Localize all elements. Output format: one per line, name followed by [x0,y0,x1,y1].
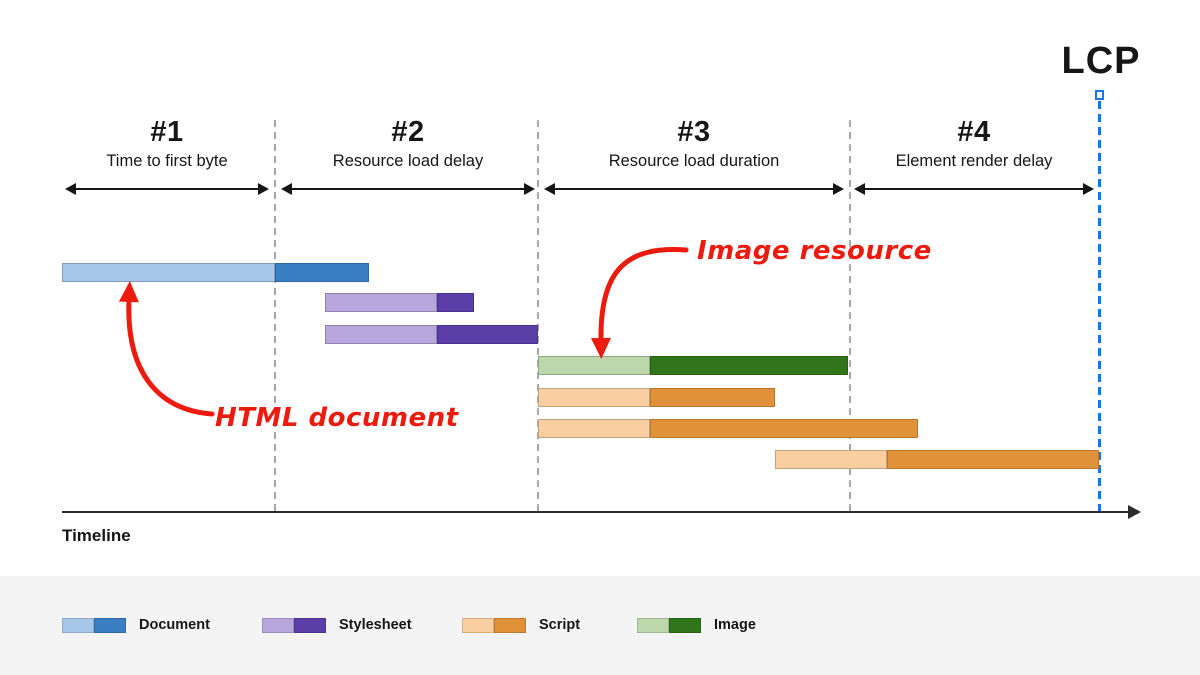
legend-item-script: Script [462,614,580,636]
image-resource-note: Image resource [697,236,932,266]
section-3: #3 Resource load duration [544,116,844,171]
document-light-swatch [62,617,94,633]
script-bar-dark-segment [650,388,775,407]
legend-label-document: Document [139,617,210,633]
legend-item-stylesheet: Stylesheet [262,614,412,636]
section-1-label: Time to first byte [106,152,228,170]
script-dark-swatch [494,617,526,633]
html-document-note: HTML document [215,403,459,433]
section-4-range-arrow [854,182,1094,195]
lcp-pin-icon [1095,90,1104,100]
legend-label-image: Image [714,617,756,633]
image-resource-arrow [590,247,689,359]
stylesheet-light-swatch [262,617,294,633]
document-dark-swatch [94,617,126,633]
section-2: #2 Resource load delay [258,116,558,171]
lcp-dashed-line [1098,101,1101,512]
section-3-number: #3 [677,116,711,148]
script-light-swatch [462,617,494,633]
document-bar-light-segment [62,263,275,282]
timeline-axis [62,504,1141,519]
section-divider-1 [274,120,276,512]
legend-item-image: Image [637,614,756,636]
script-bar-dark-segment [887,450,1099,469]
section-4-label: Element render delay [895,152,1053,170]
stylesheet-bar-light-segment [325,325,437,344]
image-dark-swatch [669,617,701,633]
section-2-number: #2 [391,116,425,148]
script-bar-light-segment [538,388,650,407]
script-bar-light-segment [775,450,887,469]
section-divider-3 [849,120,851,512]
section-3-label: Resource load duration [608,152,780,170]
lcp-title: LCP [1061,40,1141,82]
image-bar-dark-segment [650,356,848,375]
script-bar-dark-segment [650,419,918,438]
legend-band [0,576,1200,675]
html-document-arrow [118,281,215,417]
section-2-range-arrow [281,182,535,195]
section-2-label: Resource load delay [332,152,484,170]
stylesheet-bar-light-segment [325,293,437,312]
image-light-swatch [637,617,669,633]
stylesheet-dark-swatch [294,617,326,633]
legend-item-document: Document [62,614,210,636]
document-bar-dark-segment [275,263,369,282]
section-1-range-arrow [65,182,269,195]
stylesheet-bar-dark-segment [437,325,538,344]
stylesheet-bar-dark-segment [437,293,474,312]
legend-label-stylesheet: Stylesheet [339,617,412,633]
section-divider-2 [537,120,539,512]
section-4-number: #4 [957,116,991,148]
section-1-number: #1 [150,116,184,148]
script-bar-light-segment [538,419,650,438]
timeline-label: Timeline [62,526,131,545]
legend-label-script: Script [539,617,581,633]
section-1: #1 Time to first byte [17,116,317,171]
section-4: #4 Element render delay [824,116,1124,171]
section-3-range-arrow [544,182,844,195]
image-bar-light-segment [538,356,650,375]
